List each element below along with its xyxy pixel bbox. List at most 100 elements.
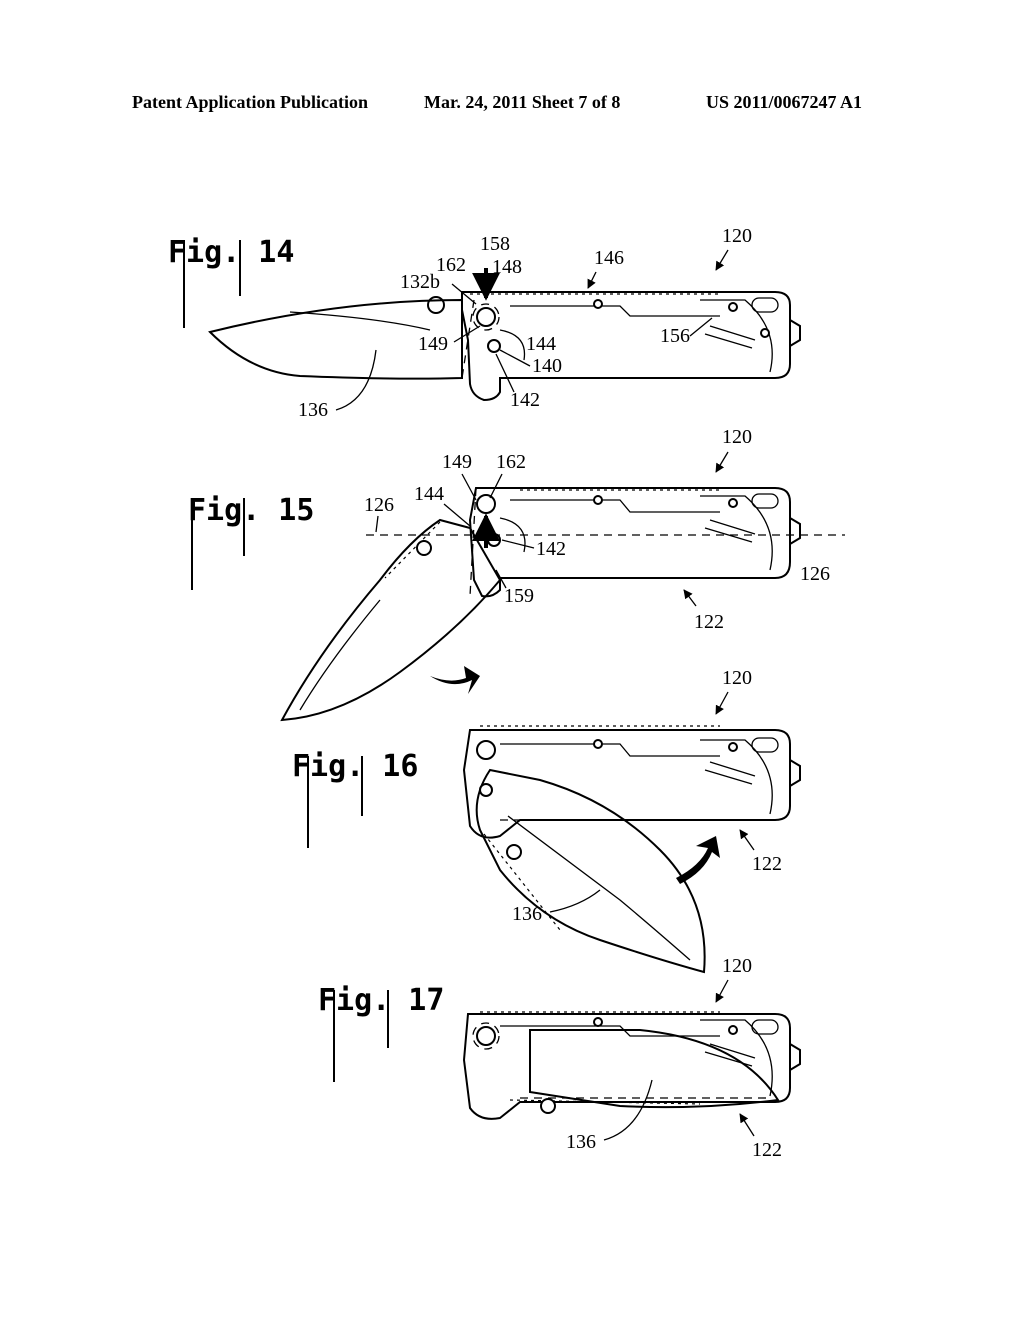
leader-line [739, 1113, 755, 1137]
fig-14-screw [593, 299, 603, 309]
fig-16-lock-spring [704, 761, 756, 785]
fig-16-screw [728, 742, 738, 752]
fig-15-handle [468, 487, 791, 598]
fig-15-pivot [487, 533, 501, 547]
callout: 158 [480, 233, 510, 255]
fig-14-screw [728, 302, 738, 312]
callout: 142 [536, 538, 566, 560]
leader-line [549, 889, 601, 913]
fig-17-screw [593, 1017, 603, 1027]
fig-15-cam [499, 517, 526, 553]
fig-14-screw [760, 328, 770, 338]
fig-16-screw [593, 739, 603, 749]
callout: 144 [526, 333, 556, 355]
fig-15-glass-breaker [789, 517, 801, 545]
fig-15-screw [728, 498, 738, 508]
fig-15-butt-contour [700, 495, 773, 571]
leader-line [689, 317, 713, 337]
callout: 122 [694, 611, 724, 633]
fig-14-lock-pin [476, 307, 496, 327]
callout: 144 [414, 483, 444, 505]
leader-line [587, 271, 597, 289]
fig-15-tang-outline [469, 487, 477, 597]
fig-16-glass-breaker [789, 759, 801, 787]
leader-line [489, 473, 503, 499]
fig-16-pivot [479, 783, 493, 797]
fig-16-blade-grind [507, 815, 691, 961]
fig-14-blade-grind [289, 311, 431, 331]
callout: 120 [722, 667, 752, 689]
figure-17: Fig. 17 120 136 122 [318, 955, 801, 1161]
fig-15-blade-serration [384, 521, 441, 579]
fig-17-blade-stud [540, 1098, 556, 1114]
fig-16-liner [500, 743, 720, 757]
leader-line [715, 979, 729, 1003]
fig-16-lock-pin [476, 740, 496, 760]
fig-15-blade-grind [299, 599, 381, 711]
fig-17-blade [529, 1029, 780, 1109]
publication-date-sheet: Mar. 24, 2011 Sheet 7 of 8 [424, 92, 621, 112]
callout: 120 [722, 955, 752, 977]
fig-14-label: Fig. 14 [168, 235, 294, 270]
leader-line [451, 283, 477, 305]
leader-line [495, 353, 515, 393]
publication-number: US 2011/0067247 A1 [706, 92, 863, 112]
fig-16-blade [475, 768, 706, 974]
fig-14-glass-breaker [789, 319, 801, 347]
leader-line [715, 691, 729, 715]
leader-line [715, 249, 729, 271]
fig-17-screw [728, 1025, 738, 1035]
callout: 120 [722, 426, 752, 448]
fig-17-lanyard-slot [751, 1019, 779, 1035]
fig-14-liner [510, 305, 720, 317]
callout: 149 [442, 451, 472, 473]
figure-16: Fig. 16 120 122 136 [292, 667, 801, 974]
fig-15-lock-spring [704, 519, 756, 543]
fig-14-blade [208, 298, 463, 380]
fig-16-blade-stud [506, 844, 522, 860]
leader-line [443, 503, 471, 527]
fig-15-lock-pin [476, 494, 496, 514]
fig-17-handle [462, 1013, 791, 1120]
fig-14-lock-pin-outline [472, 303, 500, 331]
fig-16-rotation-arrow [676, 836, 720, 884]
callout: 159 [504, 585, 534, 607]
callout: 120 [722, 225, 752, 247]
callout: 126 [364, 494, 394, 516]
leader-line [715, 451, 729, 473]
callout: 122 [752, 1139, 782, 1161]
fig-17-label: Fig. 17 [318, 983, 444, 1018]
fig-17-butt-contour [700, 1019, 773, 1097]
fig-16-handle [462, 729, 791, 839]
fig-16-label: Fig. 16 [292, 749, 418, 784]
callout: 126 [800, 563, 830, 585]
leader-line [499, 349, 531, 367]
leader-line [335, 349, 377, 411]
fig-14-lanyard-slot [751, 297, 779, 313]
fig-17-lock-pin-outline [472, 1022, 500, 1050]
publication-type: Patent Application Publication [132, 92, 369, 112]
page-header: Patent Application Publication Mar. 24, … [0, 88, 1024, 118]
fig-15-lanyard-slot [751, 493, 779, 509]
callout: 142 [510, 389, 540, 411]
leader-line [501, 539, 535, 549]
callout: 148 [492, 256, 522, 278]
fig-14-lock-spring [704, 325, 756, 349]
fig-15-rotation-arrow [430, 666, 480, 694]
leader-line [603, 1079, 653, 1141]
leader-line [739, 829, 755, 851]
callout: 149 [418, 333, 448, 355]
figure-14: Fig. 14 120 158 148 162 146 132 [168, 225, 801, 421]
callout: 122 [752, 853, 782, 875]
callout: 156 [660, 325, 690, 347]
leader-line [461, 473, 477, 501]
callout: 136 [512, 903, 542, 925]
callout: 140 [532, 355, 562, 377]
fig-15-blade [280, 518, 502, 722]
fig-15-label: Fig. 15 [188, 493, 314, 528]
callout: 136 [298, 399, 328, 421]
callout: 146 [594, 247, 624, 269]
fig-17-glass-breaker [789, 1043, 801, 1071]
fig-14-cam [499, 329, 526, 361]
